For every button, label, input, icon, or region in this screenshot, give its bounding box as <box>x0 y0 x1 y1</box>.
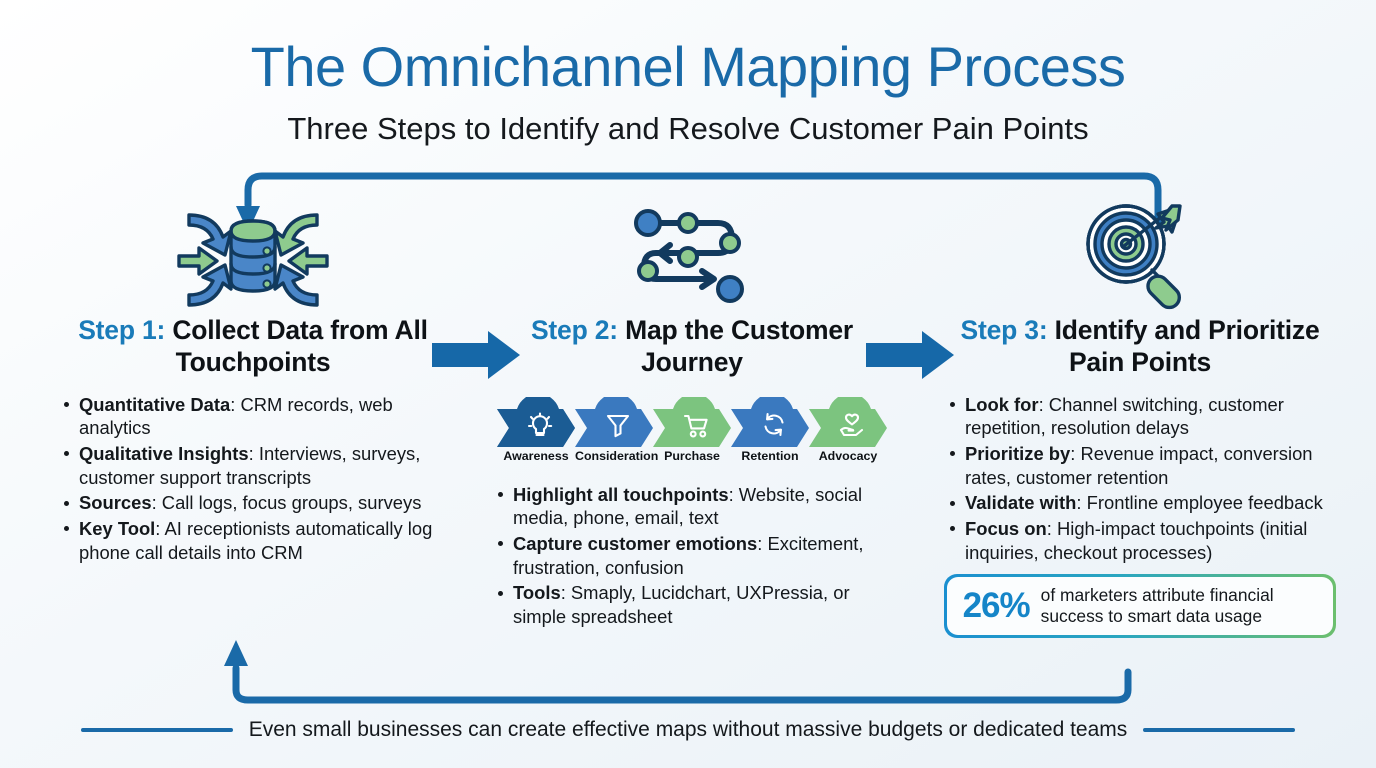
bullet-lead: Tools <box>513 582 561 604</box>
list-item: Prioritize by: Revenue impact, conversio… <box>944 442 1336 489</box>
list-item: Validate with: Frontline employee feedba… <box>944 491 1336 515</box>
bullet-lead: Capture customer emotions <box>513 532 758 554</box>
list-item: Key Tool: AI receptionists automatically… <box>58 517 448 564</box>
bullet-text: : Frontline employee feedback <box>1076 492 1323 514</box>
database-inflow-icon <box>58 196 448 314</box>
stat-line-1: of marketers attribute financial <box>1040 584 1274 605</box>
step-1-label: Step 1: <box>78 315 166 345</box>
bullet-lead: Key Tool <box>79 517 156 539</box>
journey-label-purchase: Purchase <box>664 448 720 463</box>
stat-line-2: success to smart data usage <box>1040 605 1263 626</box>
list-item: Capture customer emotions: Excitement, f… <box>492 532 892 579</box>
bullet-text: : Revenue impact, conversion rates, cust… <box>965 442 1313 488</box>
footer-note: Even small businesses can create effecti… <box>0 718 1376 742</box>
step-1-heading: Step 1: Collect Data from All Touchpoint… <box>58 314 448 379</box>
journey-label-consideration: Consideration <box>575 448 659 463</box>
journey-path-icon <box>492 196 892 314</box>
bullet-text: : Interviews, surveys, customer support … <box>79 442 421 488</box>
bullet-lead: Sources <box>79 492 152 514</box>
bullet-text: : CRM records, web analytics <box>79 393 393 439</box>
list-item: Quantitative Data: CRM records, web anal… <box>58 393 448 440</box>
step-3-bullet-list: Look for: Channel switching, customer re… <box>944 393 1336 564</box>
stat-value: 26% <box>962 586 1031 626</box>
journey-label-advocacy: Advocacy <box>818 448 878 463</box>
page-title: The Omnichannel Mapping Process <box>250 35 1126 98</box>
step-3-title: Identify and Prioritize Pain Points <box>1054 315 1320 378</box>
list-item: Tools: Smaply, Lucidchart, UXPressia, or… <box>492 581 892 628</box>
step-2-heading: Step 2: Map the Customer Journey <box>492 314 892 379</box>
step-1-bullet-list: Quantitative Data: CRM records, web anal… <box>58 393 448 564</box>
step-column-3: Step 3: Identify and Prioritize Pain Poi… <box>944 196 1336 639</box>
page-subtitle: Three Steps to Identify and Resolve Cust… <box>287 111 1089 146</box>
bullet-text: : Call logs, focus groups, surveys <box>151 492 422 514</box>
list-item: Look for: Channel switching, customer re… <box>944 393 1336 440</box>
step-2-title: Map the Customer Journey <box>625 315 854 378</box>
step-2-label: Step 2: <box>530 315 618 345</box>
step-column-2: Step 2: Map the Customer Journey <box>492 196 892 631</box>
step-3-heading: Step 3: Identify and Prioritize Pain Poi… <box>944 314 1336 379</box>
bullet-lead: Quantitative Data <box>79 393 231 415</box>
footer-rule-left <box>80 728 233 732</box>
step-1-title: Collect Data from All Touchpoints <box>172 315 428 378</box>
bullet-text: : Channel switching, customer repetition… <box>965 393 1284 439</box>
step-2-bullet-list: Highlight all touchpoints: Website, soci… <box>492 483 892 629</box>
bullet-lead: Qualitative Insights <box>79 442 249 464</box>
step-column-1: Step 1: Collect Data from All Touchpoint… <box>58 196 448 566</box>
bullet-lead: Highlight all touchpoints <box>513 483 729 505</box>
footer-text: Even small businesses can create effecti… <box>248 718 1128 741</box>
bullet-lead: Look for <box>965 393 1039 415</box>
list-item: Focus on: High-impact touchpoints (initi… <box>944 517 1336 564</box>
bullet-text: : AI receptionists automatically log pho… <box>79 517 433 563</box>
step-3-label: Step 3: <box>960 315 1048 345</box>
stat-description: of marketers attribute financial success… <box>1041 585 1274 627</box>
journey-label-retention: Retention <box>741 448 799 463</box>
bullet-text: : Excitement, frustration, confusion <box>513 532 864 578</box>
journey-stage-bar <box>492 396 892 447</box>
bullet-text: : Smaply, Lucidchart, UXPressia, or simp… <box>513 582 850 627</box>
bullet-lead: Prioritize by <box>965 442 1071 464</box>
bullet-lead: Focus on <box>965 517 1047 539</box>
list-item: Sources: Call logs, focus groups, survey… <box>58 491 448 515</box>
bullet-lead: Validate with <box>965 492 1077 514</box>
bullet-text: : Website, social media, phone, email, t… <box>513 483 863 529</box>
stat-callout: 26% of marketers attribute financial suc… <box>944 574 1336 639</box>
list-item: Highlight all touchpoints: Website, soci… <box>492 483 892 530</box>
journey-label-awareness: Awareness <box>503 448 569 463</box>
target-magnifier-icon <box>944 196 1336 314</box>
bullet-text: : High-impact touchpoints (initial inqui… <box>965 517 1308 563</box>
journey-stage-labels: Awareness Consideration Purchase Retenti… <box>492 449 892 463</box>
footer-rule-right <box>1143 728 1296 732</box>
list-item: Qualitative Insights: Interviews, survey… <box>58 442 448 489</box>
